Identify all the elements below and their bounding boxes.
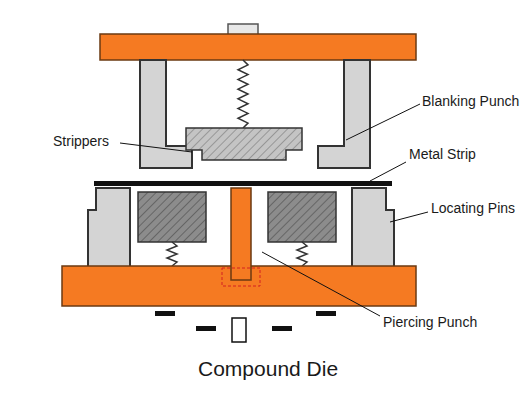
- scrap: [196, 326, 216, 331]
- leader-line: [262, 252, 380, 316]
- leader-line: [390, 212, 428, 222]
- slug: [232, 318, 246, 342]
- lower-stripper-left: [138, 192, 206, 242]
- piercing-punch: [231, 188, 251, 280]
- lower-stripper-right: [268, 192, 336, 242]
- spring: [167, 242, 177, 266]
- leader-line: [120, 143, 192, 152]
- part-label: Strippers: [52, 133, 110, 149]
- slug-hole: [222, 268, 260, 286]
- scrap: [272, 326, 292, 331]
- part-label: Metal Strip: [408, 146, 477, 162]
- spring: [297, 242, 307, 266]
- scrap: [155, 311, 175, 316]
- right-locating-block: [352, 188, 394, 270]
- blanking-punch-right: [318, 60, 370, 168]
- leader-line: [346, 104, 420, 140]
- leader-line: [370, 162, 406, 181]
- scrap: [316, 311, 336, 316]
- left-locating-block: [88, 188, 130, 270]
- upper-stripper: [186, 128, 302, 160]
- part-label: Locating Pins: [430, 200, 516, 216]
- blanking-punch-left: [140, 60, 192, 168]
- caption: Compound Die: [198, 357, 338, 381]
- upper-plate: [100, 34, 416, 60]
- spring: [238, 60, 248, 128]
- part-label: Piercing Punch: [382, 314, 478, 330]
- part-label: Blanking Punch: [421, 93, 520, 109]
- metal-strip: [94, 181, 392, 186]
